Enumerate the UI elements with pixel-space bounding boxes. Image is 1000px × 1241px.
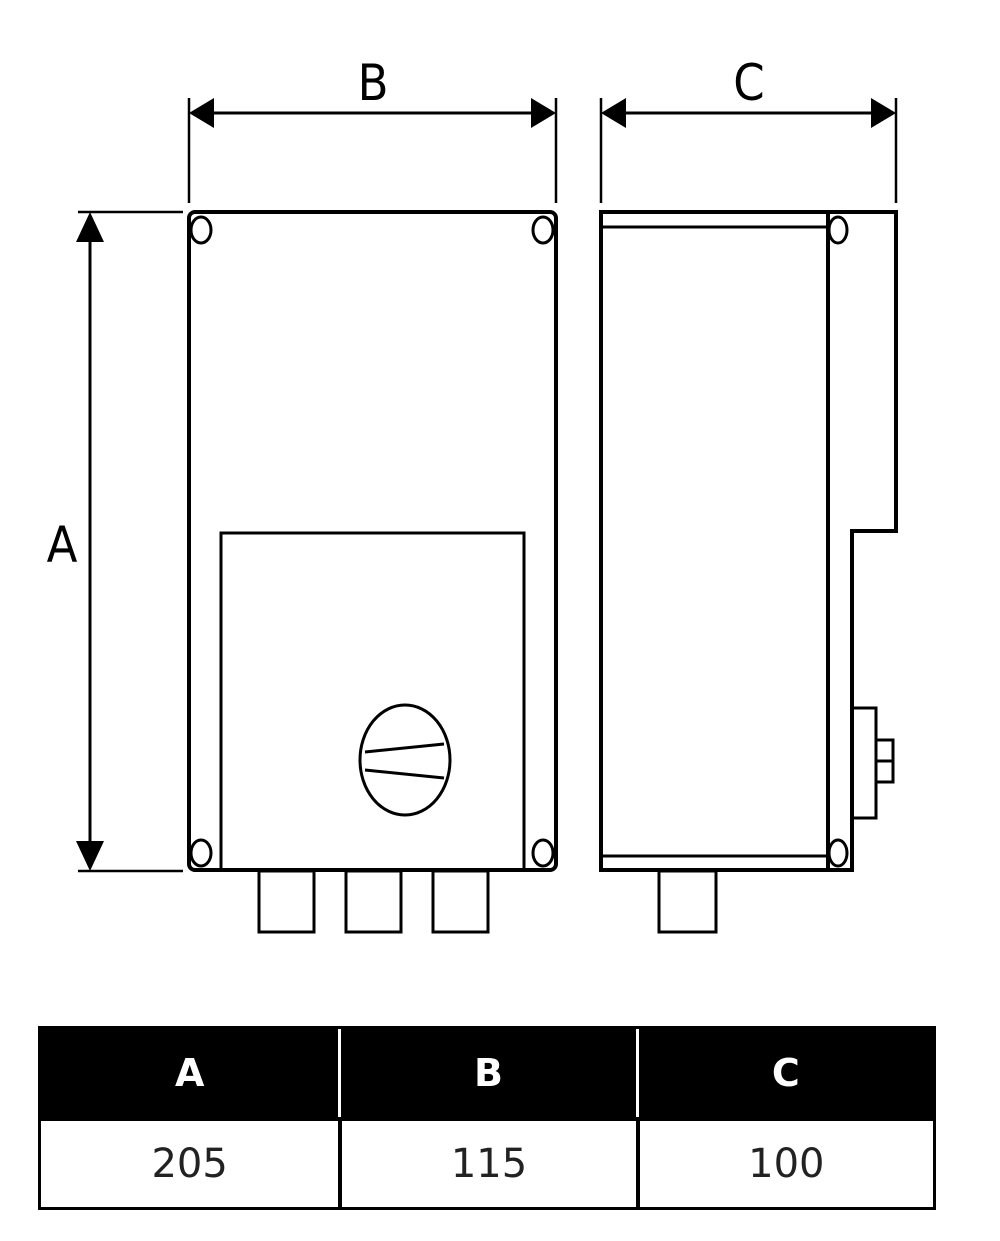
cable-gland [257,869,316,934]
dimension-label-b: B [358,54,389,112]
column-header-a: A [41,1029,339,1117]
value-c: 100 [635,1117,933,1207]
mounting-hole [189,215,213,245]
rotary-knob [358,703,452,817]
side-view [599,210,898,934]
dimension-drawing: B C A [47,54,898,934]
mounting-hole [189,838,213,868]
column-header-b: B [338,1029,636,1117]
mounting-hole [531,215,555,245]
table-row: 205 115 100 [41,1117,933,1207]
dimension-a: A [47,210,183,873]
dimension-label-a: A [47,516,78,574]
cable-gland [431,869,490,934]
value-b: 115 [338,1117,636,1207]
knob-shaft-profile [850,706,895,820]
front-cover-panel [219,531,526,872]
dimension-b: B [187,54,558,203]
front-view [187,210,558,934]
value-a: 205 [41,1117,339,1207]
mounting-hole [531,838,555,868]
dimension-label-c: C [733,54,764,112]
mounting-hole [827,215,849,245]
cable-gland [657,869,718,934]
column-header-c: C [635,1029,933,1117]
mounting-hole [827,838,849,868]
cable-gland [344,869,403,934]
dimension-c: C [599,54,898,203]
table-header-row: A B C [41,1029,933,1117]
dimensions-table: A B C 205 115 100 [38,1026,936,1210]
